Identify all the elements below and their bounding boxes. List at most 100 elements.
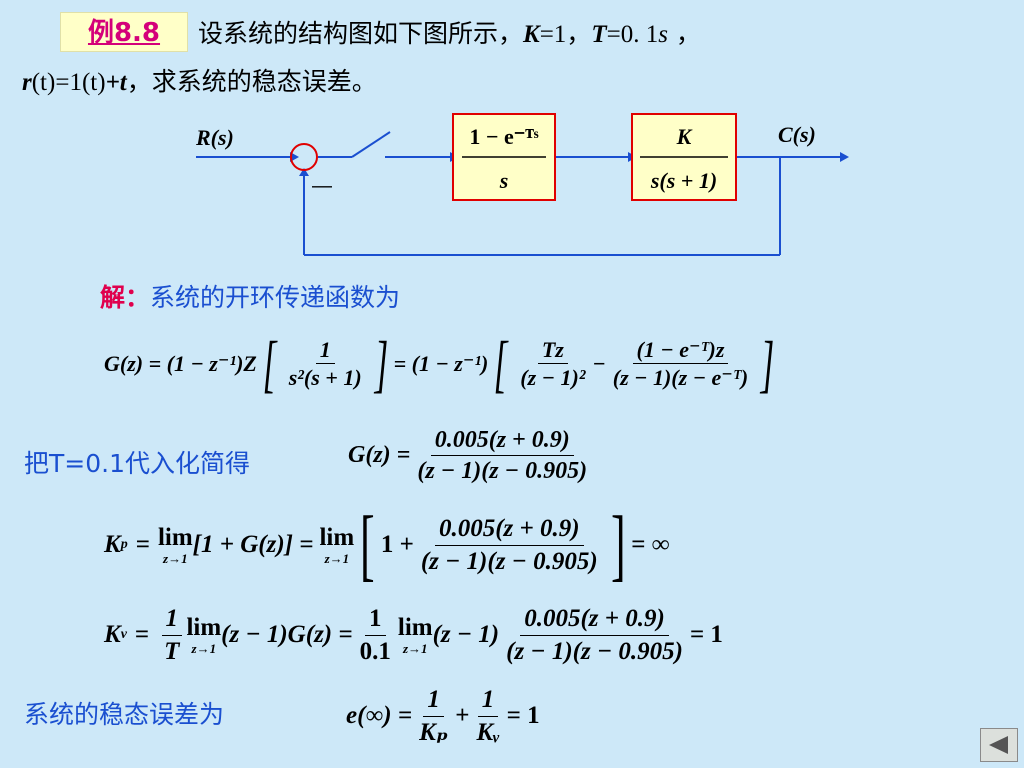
gz-minus: − bbox=[592, 350, 606, 376]
problem-line-1: 设系统的结构图如下图所示，K=1，T=0. 1s ， bbox=[198, 14, 701, 50]
triangle-left-icon bbox=[989, 736, 1008, 754]
kv-lim-text-2: lim bbox=[397, 614, 433, 641]
e-lhs: e(∞) = bbox=[346, 702, 413, 729]
gz-frac1-den: s²(s + 1) bbox=[288, 365, 362, 390]
minus-sign: — bbox=[312, 175, 332, 197]
problem-text-1: 设系统的结构图如下图所示， bbox=[198, 19, 524, 48]
output-label: C(s) bbox=[778, 122, 816, 147]
e-frac1-num: 1 bbox=[423, 684, 444, 717]
kv-lim-sub: z→1 bbox=[191, 641, 217, 656]
kv-mid2: (z − 1) bbox=[432, 621, 500, 648]
substitution-label: 把T=0.1代入化简得 bbox=[24, 449, 250, 478]
kp-mid: [1 + G(z)] = bbox=[192, 531, 314, 558]
gz-frac1-num: 1 bbox=[315, 336, 335, 364]
block-diagram: 1 − e⁻ᵀˢ s K s(s + 1) R(s) C(s) — bbox=[195, 113, 849, 256]
lim-text-2: lim bbox=[319, 524, 355, 551]
kp-result: = ∞ bbox=[631, 531, 670, 558]
lim-sub: z→1 bbox=[163, 551, 188, 566]
ramp-term: +t bbox=[105, 69, 127, 96]
kv-frac2-den: 0.1 bbox=[359, 637, 391, 665]
gz-frac3-den: (z − 1)(z − e⁻ᵀ) bbox=[612, 365, 749, 390]
gz-frac2-den: (z − 1)² bbox=[520, 365, 586, 390]
s-symbol: s bbox=[658, 21, 668, 48]
kp-one-plus: 1 + bbox=[380, 531, 414, 558]
plant-numerator: K bbox=[676, 124, 693, 149]
input-label: R(s) bbox=[195, 125, 234, 150]
zoh-denominator: s bbox=[499, 168, 509, 193]
zoh-numerator: 1 − e⁻ᵀˢ bbox=[469, 124, 538, 149]
gs-frac: 0.005(z + 0.9)(z − 1)(z − 0.905) bbox=[413, 425, 591, 486]
kv-lhs: K bbox=[104, 621, 121, 648]
r-symbol: r bbox=[22, 69, 32, 96]
solution-label: 解： bbox=[100, 283, 151, 312]
e-result: = 1 bbox=[506, 702, 540, 729]
bracket-open-2: [ bbox=[493, 327, 508, 399]
kp-den: (z − 1)(z − 0.905) bbox=[420, 547, 598, 575]
e-frac2-num: 1 bbox=[477, 684, 499, 717]
kp-bracket-close: ] bbox=[610, 501, 626, 589]
gz-frac3-num: (1 − e⁻ᵀ)z bbox=[632, 336, 729, 364]
e-plus: + bbox=[455, 702, 470, 729]
e-frac2-den: Kᵥ bbox=[476, 718, 500, 746]
problem-line-2: r(t)=1(t)+t，求系统的稳态误差。 bbox=[22, 62, 377, 98]
kv-frac1-num: 1 bbox=[161, 603, 183, 636]
e-frac1-den: Kₚ bbox=[419, 718, 449, 746]
kp-eq: = bbox=[135, 531, 150, 558]
kv-lim-sub-2: z→1 bbox=[402, 641, 428, 656]
bracket-close-2: ] bbox=[760, 327, 775, 399]
kp-lhs: K bbox=[104, 531, 121, 558]
k-symbol: K bbox=[523, 21, 540, 48]
summing-junction bbox=[290, 143, 318, 171]
kp-bracket-open: [ bbox=[360, 501, 375, 589]
kv-num: 0.005(z + 0.9) bbox=[520, 603, 669, 636]
kv-frac2-num: 1 bbox=[365, 603, 386, 636]
bracket-open: [ bbox=[262, 327, 277, 399]
r-eq: =1 bbox=[55, 69, 82, 96]
plant-denominator: s(s + 1) bbox=[650, 168, 717, 193]
solution-intro: 解：系统的开环传递函数为 bbox=[100, 278, 400, 314]
kp-frac: 0.005(z + 0.9)(z − 1)(z − 0.905) bbox=[417, 513, 602, 577]
solution-intro-text: 系统的开环传递函数为 bbox=[150, 283, 401, 312]
error-label: 系统的稳态误差为 bbox=[24, 700, 225, 729]
kv-den: (z − 1)(z − 0.905) bbox=[506, 637, 683, 665]
kv-eq: = bbox=[134, 621, 150, 648]
kv-sub: v bbox=[120, 627, 127, 642]
kv-frac3: 0.005(z + 0.9)(z − 1)(z − 0.905) bbox=[502, 603, 687, 667]
lim-sub-2: z→1 bbox=[324, 551, 350, 566]
line1-end: ， bbox=[667, 19, 701, 48]
gs-den: (z − 1)(z − 0.905) bbox=[417, 457, 588, 484]
k-value: =1， bbox=[539, 21, 592, 48]
kv-result: = 1 bbox=[689, 621, 723, 648]
gz-mid: = (1 − z⁻¹) bbox=[393, 350, 489, 376]
step-arg: (t) bbox=[81, 69, 106, 96]
kp-num: 0.005(z + 0.9) bbox=[434, 513, 584, 546]
example-label[interactable]: 例8.8 bbox=[60, 12, 188, 52]
kv-lim-text: lim bbox=[186, 614, 222, 641]
t-symbol: T bbox=[591, 21, 607, 48]
bracket-close: ] bbox=[374, 327, 388, 399]
gs-num: 0.005(z + 0.9) bbox=[430, 425, 574, 456]
problem-text-2: ，求系统的稳态误差。 bbox=[126, 67, 377, 96]
gz-frac2: Tz(z − 1)² bbox=[516, 336, 589, 392]
t-value: =0. 1 bbox=[606, 21, 659, 48]
kp-sub: p bbox=[120, 537, 128, 552]
kv-frac1-den: T bbox=[164, 637, 180, 665]
back-button[interactable] bbox=[980, 728, 1018, 762]
gs-lhs: G(z) = bbox=[348, 441, 411, 468]
lim-text: lim bbox=[157, 524, 193, 551]
gz-frac2-num: Tz bbox=[537, 336, 568, 364]
gz-frac3: (1 − e⁻ᵀ)z(z − 1)(z − e⁻ᵀ) bbox=[609, 336, 752, 392]
